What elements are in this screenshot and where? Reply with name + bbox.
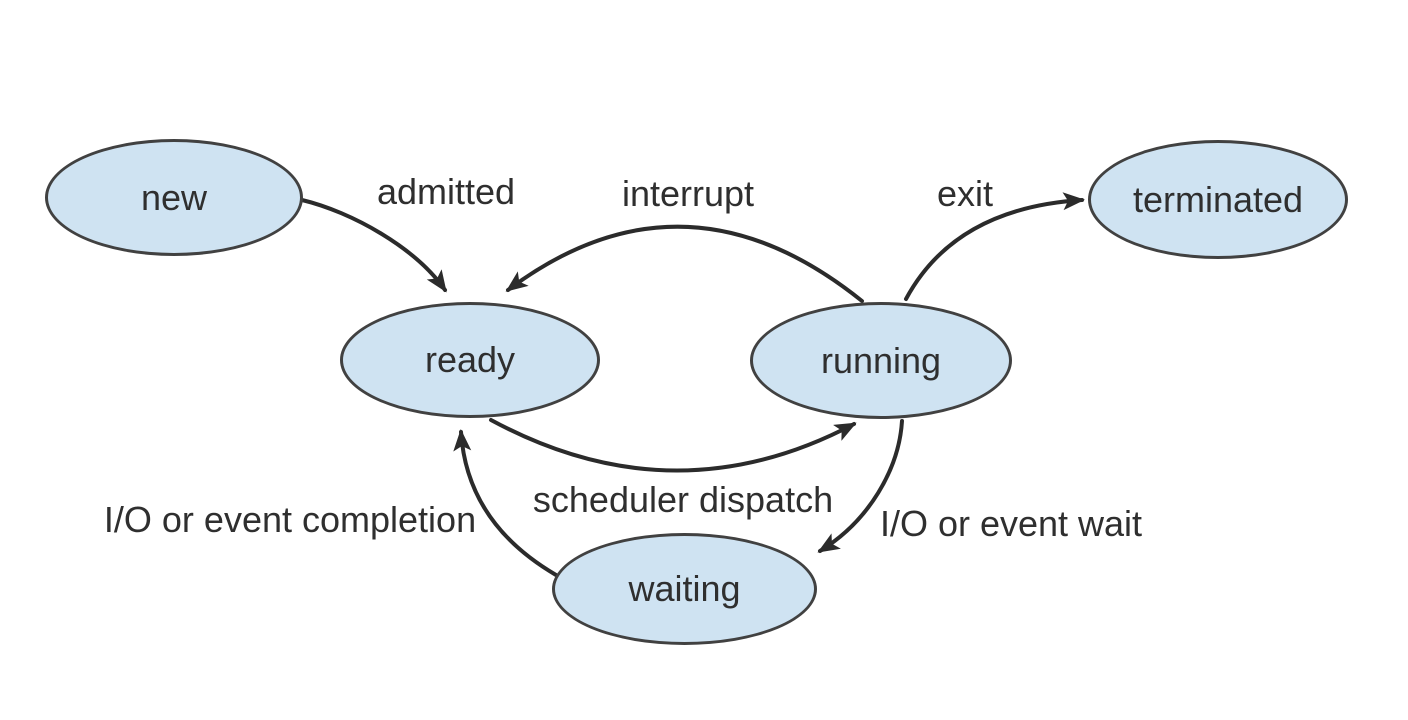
transition-label-io-event-wait: I/O or event wait [879, 503, 1143, 544]
transition-arrow-scheduler-dispatch [489, 418, 857, 473]
state-terminated: terminated [1088, 140, 1348, 259]
transition-arrow-interrupt [505, 224, 864, 303]
transition-label-io-event-completion: I/O or event completion [103, 499, 477, 540]
transition-label-interrupt: interrupt [621, 173, 755, 214]
state-waiting-label: waiting [628, 568, 741, 609]
transition-label-exit: exit [936, 173, 994, 214]
state-ready-label: ready [424, 339, 516, 380]
state-waiting: waiting [552, 533, 817, 645]
state-running: running [750, 302, 1012, 419]
transition-label-admitted: admitted [376, 171, 516, 212]
state-new: new [45, 139, 303, 256]
state-new-label: new [140, 176, 208, 218]
state-running-label: running [820, 339, 942, 381]
transition-arrow-io-completion [453, 429, 558, 577]
transition-arrow-exit [904, 192, 1085, 301]
state-ready: ready [340, 302, 600, 418]
transition-label-scheduler-dispatch: scheduler dispatch [532, 479, 834, 520]
transition-arrow-admitted [300, 198, 447, 293]
transition-arrow-io-wait [817, 419, 904, 553]
state-terminated-label: terminated [1132, 178, 1304, 220]
